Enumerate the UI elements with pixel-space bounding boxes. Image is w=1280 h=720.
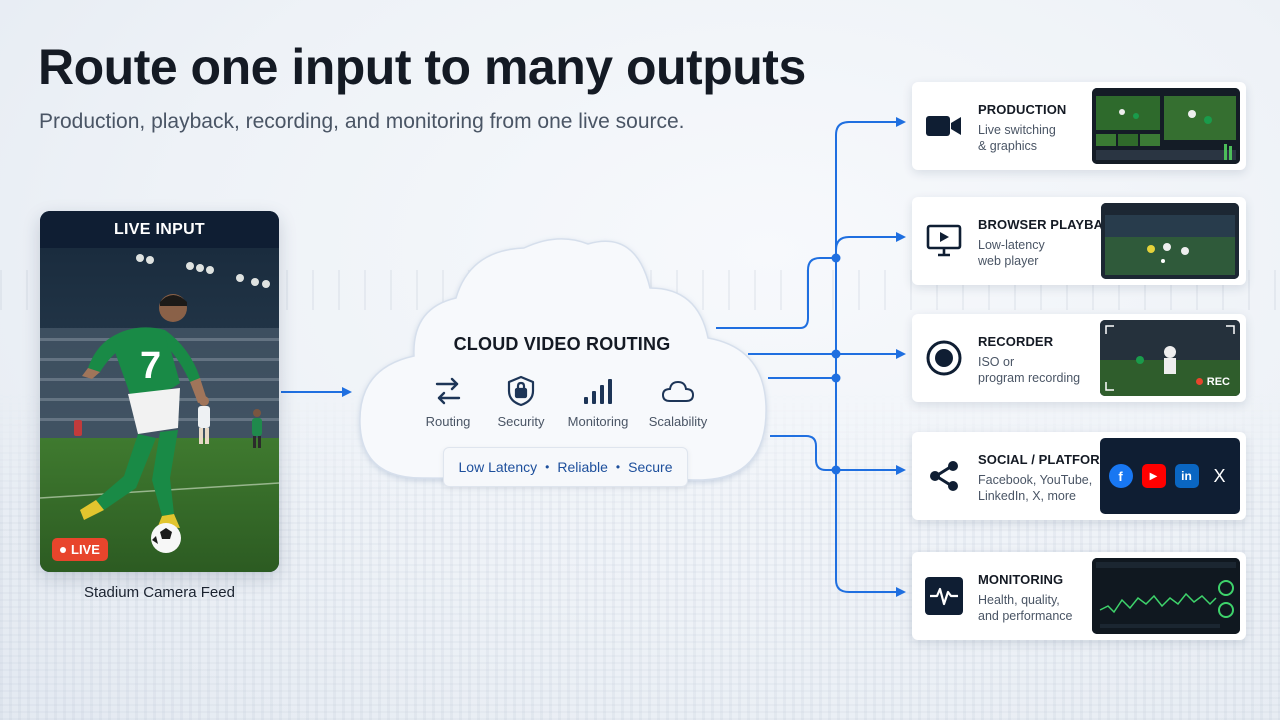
output-card-social-platforms[interactable]: SOCIAL / PLATFORMS Facebook, YouTube,Lin… bbox=[912, 432, 1246, 520]
feature-label: Security bbox=[497, 414, 545, 429]
production-switcher-thumbnail bbox=[1092, 88, 1240, 164]
feature-scalability: Scalability bbox=[638, 374, 718, 429]
cloud-title: CLOUD VIDEO ROUTING bbox=[453, 334, 671, 354]
cloud-tags-pill: Low Latency • Reliable • Secure bbox=[443, 447, 688, 487]
tag-reliable: Reliable bbox=[557, 459, 608, 475]
pulse-icon bbox=[924, 576, 964, 616]
feature-label: Scalability bbox=[648, 414, 708, 429]
cloud-icon bbox=[638, 374, 718, 408]
tag-secure: Secure bbox=[628, 459, 673, 475]
tag-low-latency: Low Latency bbox=[458, 459, 538, 475]
jersey-number: 7 bbox=[140, 345, 161, 387]
live-input-caption: Stadium Camera Feed bbox=[84, 584, 235, 601]
output-description: Live switching& graphics bbox=[978, 123, 1056, 153]
page-subtitle: Production, playback, recording, and mon… bbox=[39, 110, 685, 133]
shield-lock-icon bbox=[481, 374, 561, 408]
linkedin-icon: in bbox=[1174, 464, 1199, 488]
live-input-header: LIVE INPUT bbox=[40, 211, 279, 248]
cloud-shape bbox=[359, 238, 767, 481]
youtube-icon: ▶ bbox=[1141, 464, 1166, 488]
output-description: Health, quality,and performance bbox=[978, 593, 1073, 623]
monitor-play-icon bbox=[924, 221, 964, 261]
tag-separator: • bbox=[615, 460, 621, 474]
output-name: BROWSER PLAYBACK bbox=[978, 217, 1123, 232]
facebook-icon: f bbox=[1108, 464, 1133, 488]
feature-security: Security bbox=[481, 374, 561, 429]
rec-indicator: REC bbox=[1195, 376, 1230, 388]
output-name: SOCIAL / PLATFORMS bbox=[978, 452, 1120, 467]
output-name: PRODUCTION bbox=[978, 102, 1067, 117]
output-description: Facebook, YouTube,LinkedIn, X, more bbox=[978, 473, 1093, 503]
output-name: RECORDER bbox=[978, 334, 1054, 349]
page-title: Route one input to many outputs bbox=[38, 39, 806, 95]
x-icon: X bbox=[1213, 465, 1226, 486]
feature-monitoring: Monitoring bbox=[558, 374, 638, 429]
tag-separator: • bbox=[545, 460, 550, 474]
output-card-monitoring[interactable]: MONITORING Health, quality,and performan… bbox=[912, 552, 1246, 640]
output-name: MONITORING bbox=[978, 572, 1064, 587]
record-icon bbox=[924, 338, 964, 378]
recording-thumbnail: REC bbox=[1100, 320, 1240, 396]
web-player-thumbnail bbox=[1101, 203, 1239, 279]
output-card-production[interactable]: PRODUCTION Live switching& graphics bbox=[912, 82, 1246, 170]
feature-label: Routing bbox=[425, 414, 471, 429]
routing-arrows-icon bbox=[408, 374, 488, 408]
live-input-card[interactable]: LIVE INPUT bbox=[40, 211, 279, 572]
share-icon bbox=[924, 456, 964, 496]
feature-routing: Routing bbox=[408, 374, 488, 429]
stadium-camera-feed-image: 7 bbox=[40, 248, 279, 572]
feature-label: Monitoring bbox=[567, 414, 629, 429]
social-platforms-panel: f ▶ in X bbox=[1100, 438, 1240, 514]
live-badge: LIVE bbox=[52, 538, 108, 561]
video-camera-icon bbox=[924, 106, 964, 146]
bar-signal-icon bbox=[558, 374, 638, 408]
monitoring-dashboard-thumbnail bbox=[1092, 558, 1240, 634]
